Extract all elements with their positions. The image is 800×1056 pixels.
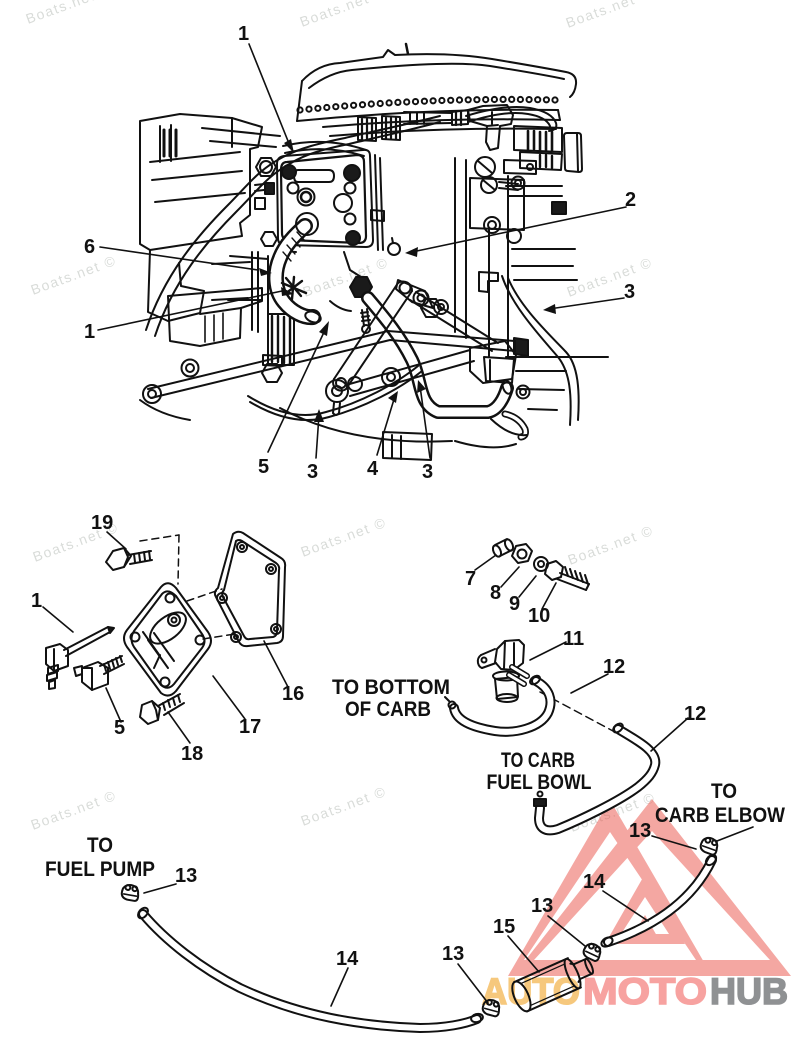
svg-text:4: 4 — [367, 458, 379, 480]
svg-text:7: 7 — [465, 568, 476, 590]
svg-text:14: 14 — [336, 948, 359, 970]
svg-text:13: 13 — [175, 865, 197, 887]
svg-text:19: 19 — [91, 512, 113, 534]
svg-text:5: 5 — [114, 717, 125, 739]
svg-text:3: 3 — [624, 281, 635, 303]
svg-text:12: 12 — [684, 703, 706, 725]
svg-text:14: 14 — [583, 871, 606, 893]
svg-text:TO CARB: TO CARB — [501, 749, 575, 772]
svg-text:FUEL BOWL: FUEL BOWL — [487, 771, 592, 794]
svg-text:3: 3 — [422, 461, 433, 483]
svg-text:16: 16 — [282, 683, 304, 705]
svg-text:10: 10 — [528, 605, 550, 627]
svg-text:15: 15 — [493, 916, 515, 938]
svg-text:TO: TO — [87, 834, 113, 857]
svg-text:3: 3 — [307, 461, 318, 483]
svg-text:TO: TO — [711, 780, 737, 803]
svg-text:1: 1 — [31, 590, 42, 612]
svg-text:18: 18 — [181, 743, 203, 765]
svg-text:13: 13 — [531, 895, 553, 917]
svg-text:5: 5 — [258, 456, 269, 478]
svg-text:13: 13 — [629, 820, 651, 842]
svg-text:17: 17 — [239, 716, 261, 738]
svg-text:HUB: HUB — [710, 971, 788, 1012]
svg-text:6: 6 — [84, 236, 95, 258]
svg-text:FUEL PUMP: FUEL PUMP — [45, 858, 155, 881]
svg-text:11: 11 — [563, 628, 584, 650]
svg-text:1: 1 — [84, 321, 95, 343]
svg-text:OF CARB: OF CARB — [345, 698, 431, 721]
svg-text:MOTO: MOTO — [583, 971, 707, 1012]
svg-text:2: 2 — [625, 189, 636, 211]
svg-text:8: 8 — [490, 582, 501, 604]
svg-text:1: 1 — [238, 23, 249, 45]
svg-text:9: 9 — [509, 593, 520, 615]
svg-text:12: 12 — [603, 656, 625, 678]
svg-text:13: 13 — [442, 943, 464, 965]
svg-text:TO BOTTOM: TO BOTTOM — [332, 676, 450, 699]
svg-text:CARB ELBOW: CARB ELBOW — [655, 804, 785, 827]
